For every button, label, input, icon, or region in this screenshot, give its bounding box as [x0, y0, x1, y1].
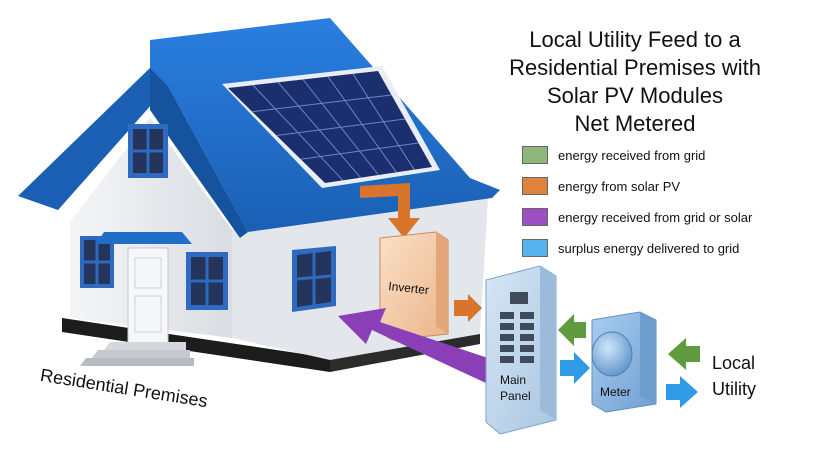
diagram-title: Local Utility Feed to a Residential Prem… [470, 26, 800, 138]
legend-swatch-solar [522, 177, 548, 195]
door-canopy [96, 232, 192, 244]
title-line-4: Net Metered [574, 111, 696, 136]
roof-front-eave [18, 68, 168, 210]
arrow-export-to-utility [666, 376, 698, 408]
legend-label-solar: energy from solar PV [558, 178, 681, 194]
local-utility-line-1: Local [712, 353, 756, 373]
main-panel-label-line2: Panel [500, 389, 531, 403]
local-utility-caption: Local Utility [712, 350, 756, 402]
arrow-inverter-to-panel [454, 294, 482, 322]
window-front-right [186, 252, 228, 310]
arrow-panel-export-to-meter [560, 352, 590, 384]
legend-label-surplus: surplus energy delivered to grid [558, 240, 740, 256]
inverter-label: Inverter [388, 279, 430, 297]
window-side [292, 246, 336, 312]
legend-item-solar: energy from solar PV [522, 175, 680, 197]
meter-label: Meter [600, 385, 631, 399]
legend-label-grid: energy received from grid [558, 147, 706, 163]
legend-item-grid-or-solar: energy received from grid or solar [522, 206, 752, 228]
main-panel-label-line1: Main [500, 373, 526, 387]
legend-swatch-grid-or-solar [522, 208, 548, 226]
meter-dial [591, 331, 633, 377]
local-utility-line-2: Utility [712, 379, 756, 399]
legend-item-grid: energy received from grid [522, 144, 705, 166]
solar-panel-array [222, 66, 440, 188]
main-panel: Main Panel [485, 265, 557, 435]
arrow-solar-to-inverter [360, 183, 420, 238]
legend-swatch-grid [522, 146, 548, 164]
legend-item-surplus: surplus energy delivered to grid [522, 237, 739, 259]
title-line-2: Residential Premises with [509, 55, 761, 80]
house [18, 18, 500, 372]
arrow-grid-into-meter [668, 338, 700, 370]
window-left [80, 236, 114, 288]
roof-edge [150, 68, 248, 238]
title-line-3: Solar PV Modules [546, 83, 724, 108]
utility-meter: Meter [591, 311, 657, 413]
legend-label-grid-or-solar: energy received from grid or solar [558, 209, 753, 225]
legend-swatch-surplus [522, 239, 548, 257]
arrow-panel-to-house [338, 308, 488, 384]
title-line-1: Local Utility Feed to a [529, 27, 741, 52]
window-upper [128, 124, 168, 178]
arrow-grid-into-panel [558, 314, 586, 346]
front-steps [80, 342, 194, 366]
inverter-box: Inverter [379, 231, 449, 341]
